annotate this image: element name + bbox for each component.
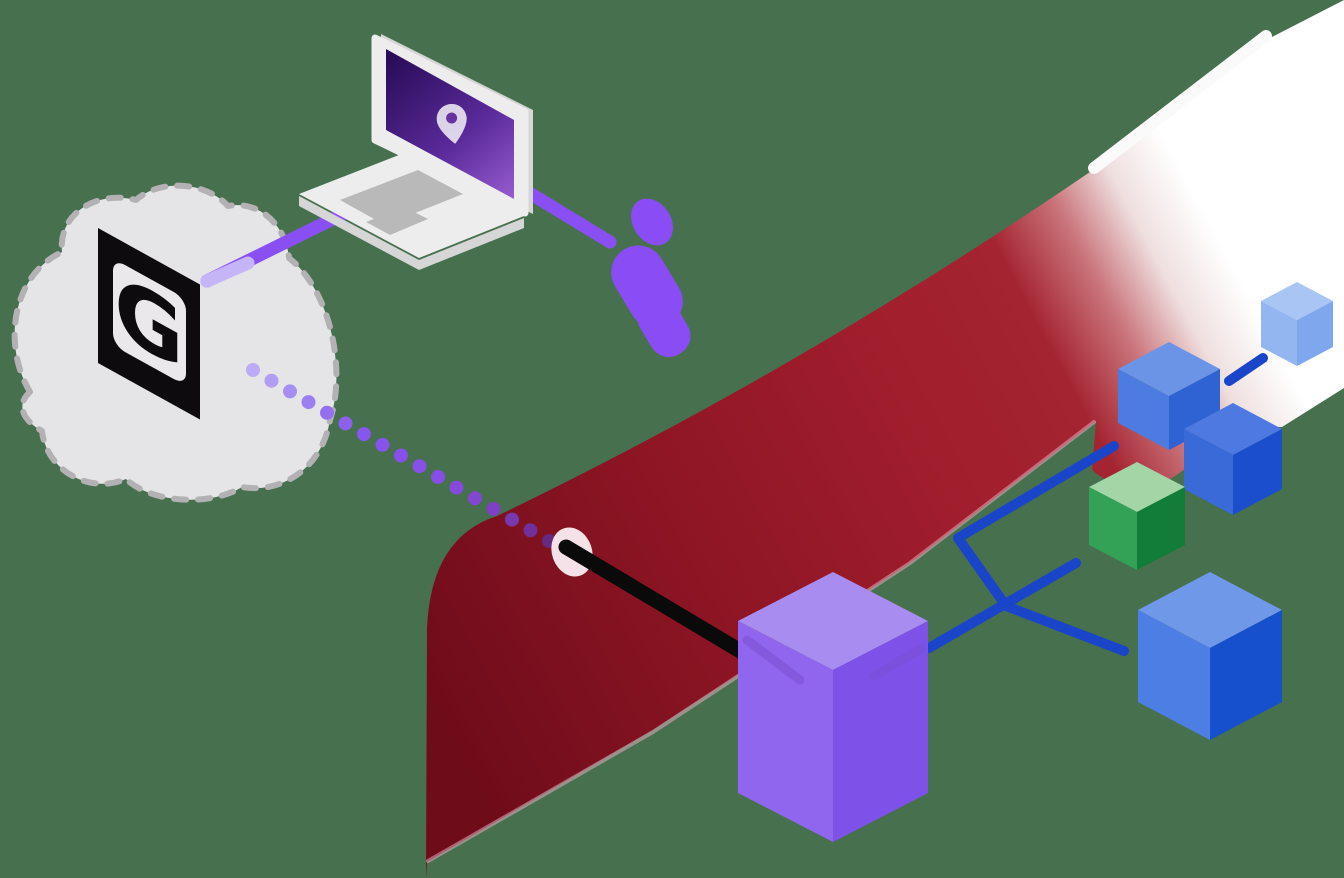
location-pin-icon	[436, 104, 467, 144]
intrusion-dot	[246, 363, 260, 377]
cube-green	[1089, 462, 1185, 570]
intrusion-dot	[283, 384, 297, 399]
cloud-laptop-link-fade	[200, 256, 255, 288]
logo-inner-square	[113, 263, 186, 381]
cube-blue-front-left-face	[1184, 429, 1233, 515]
intrusion-dot	[394, 448, 408, 463]
intrusion-dot	[375, 437, 390, 452]
network-line-to-server	[924, 558, 1081, 653]
cloud-logo: G	[98, 227, 200, 420]
cube-blue-small-right-face	[1297, 301, 1333, 366]
cube-blue-medium-left-face	[1118, 369, 1169, 450]
wall-top-band	[1088, 30, 1272, 174]
intrusion-dot	[468, 491, 482, 506]
pin-shape	[436, 104, 467, 144]
intrusion-dot	[412, 459, 427, 474]
network-cubes	[1089, 282, 1333, 740]
intrusion-dot	[320, 405, 334, 420]
dotted-intrusion-line	[246, 363, 556, 548]
intrusion-dot	[431, 469, 445, 484]
firewall-wall	[426, 0, 1344, 878]
cube-green-left-face	[1089, 487, 1137, 570]
intrusion-dot	[301, 395, 316, 410]
intrusion-dot	[486, 501, 501, 516]
person	[611, 198, 691, 357]
network-line-branch	[953, 441, 1129, 656]
person-leg	[637, 297, 691, 357]
cube-green-right-face	[1137, 487, 1185, 570]
server-vent	[742, 635, 805, 685]
server-box-layer	[738, 572, 928, 842]
cube-blue-front-right-face	[1233, 429, 1282, 515]
pin-hole	[446, 112, 458, 124]
network-lines	[924, 353, 1268, 656]
laptop	[299, 34, 533, 270]
intrusion-dot	[505, 512, 519, 527]
intrusion-dot	[264, 373, 279, 388]
breach-cable	[558, 539, 760, 666]
intrusion-dot	[449, 480, 464, 495]
intrusion-dot	[357, 427, 371, 442]
cube-blue-large-right-face	[1210, 610, 1282, 740]
intrusion-dot	[338, 416, 353, 431]
person-head	[631, 198, 673, 246]
server-vent	[869, 643, 927, 681]
server-box-left-face	[738, 621, 833, 842]
intrusion-dot	[523, 523, 538, 538]
server-box	[738, 572, 928, 842]
cube-blue-front	[1184, 403, 1282, 515]
cube-blue-large-left-face	[1138, 610, 1210, 740]
cube-blue-small-left-face	[1261, 301, 1297, 366]
laptop-keyboard	[340, 170, 463, 225]
cube-blue-large	[1138, 572, 1282, 740]
server-box-right-face	[833, 621, 928, 842]
network-line-dash	[1224, 353, 1268, 386]
laptop-trackpad	[366, 207, 428, 235]
cube-blue-small	[1261, 282, 1333, 366]
